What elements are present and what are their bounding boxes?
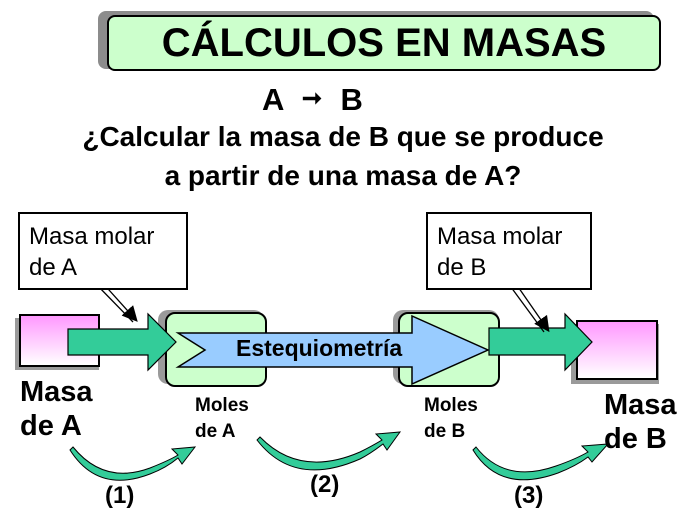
molar-mass-b-line-2: de B xyxy=(437,254,487,281)
mass-b-label-line-2: de B xyxy=(604,423,667,455)
molar-mass-b-line-1: Masa molar xyxy=(437,223,563,250)
molar-mass-a-note: Masa molar de A xyxy=(18,212,188,290)
reaction-product: B xyxy=(340,82,363,117)
moles-a-label-line-2: de A xyxy=(195,421,236,442)
step-3-label: (3) xyxy=(514,482,544,509)
mass-a-label: Masa de A xyxy=(20,375,93,443)
step-3-curved-arrow xyxy=(472,443,610,481)
moles-a-label-line-1: Moles xyxy=(195,395,249,416)
step-2-curved-arrow xyxy=(256,431,402,471)
mass-a-label-line-1: Masa xyxy=(20,376,93,408)
moles-b-label-line-1: Moles xyxy=(424,395,478,416)
step-2-label: (2) xyxy=(310,471,340,498)
moles-b-label-line-2: de B xyxy=(424,421,466,442)
stoichiometry-label: Estequiometría xyxy=(236,335,403,361)
question-line-2: a partir de una masa de A? xyxy=(164,160,522,191)
molar-mass-b-note: Masa molar de B xyxy=(426,212,592,290)
step-1-curved-arrow xyxy=(69,446,197,481)
moles-b-label: Moles de B xyxy=(424,393,478,445)
mass-a-to-moles-a-arrow xyxy=(67,312,177,372)
mass-b-label-line-1: Masa xyxy=(604,389,677,421)
molar-mass-a-line-1: Masa molar xyxy=(29,223,155,250)
mass-b-label: Masa de B xyxy=(604,388,677,456)
molar-mass-a-line-2: de A xyxy=(29,254,78,281)
reaction-equation: A ➞ B xyxy=(262,82,363,118)
mass-a-label-line-2: de A xyxy=(20,410,82,442)
page-title: CÁLCULOS EN MASAS xyxy=(107,15,661,71)
moles-b-to-mass-b-arrow xyxy=(488,312,593,372)
moles-a-label: Moles de A xyxy=(195,393,249,445)
stoichiometry-arrow xyxy=(175,314,490,386)
step-1-label: (1) xyxy=(105,482,135,509)
question-line-1: ¿Calcular la masa de B que se produce xyxy=(82,121,604,152)
reaction-reactant: A xyxy=(262,82,284,117)
reaction-arrow-icon: ➞ xyxy=(301,85,322,112)
mass-b-box xyxy=(576,320,658,380)
